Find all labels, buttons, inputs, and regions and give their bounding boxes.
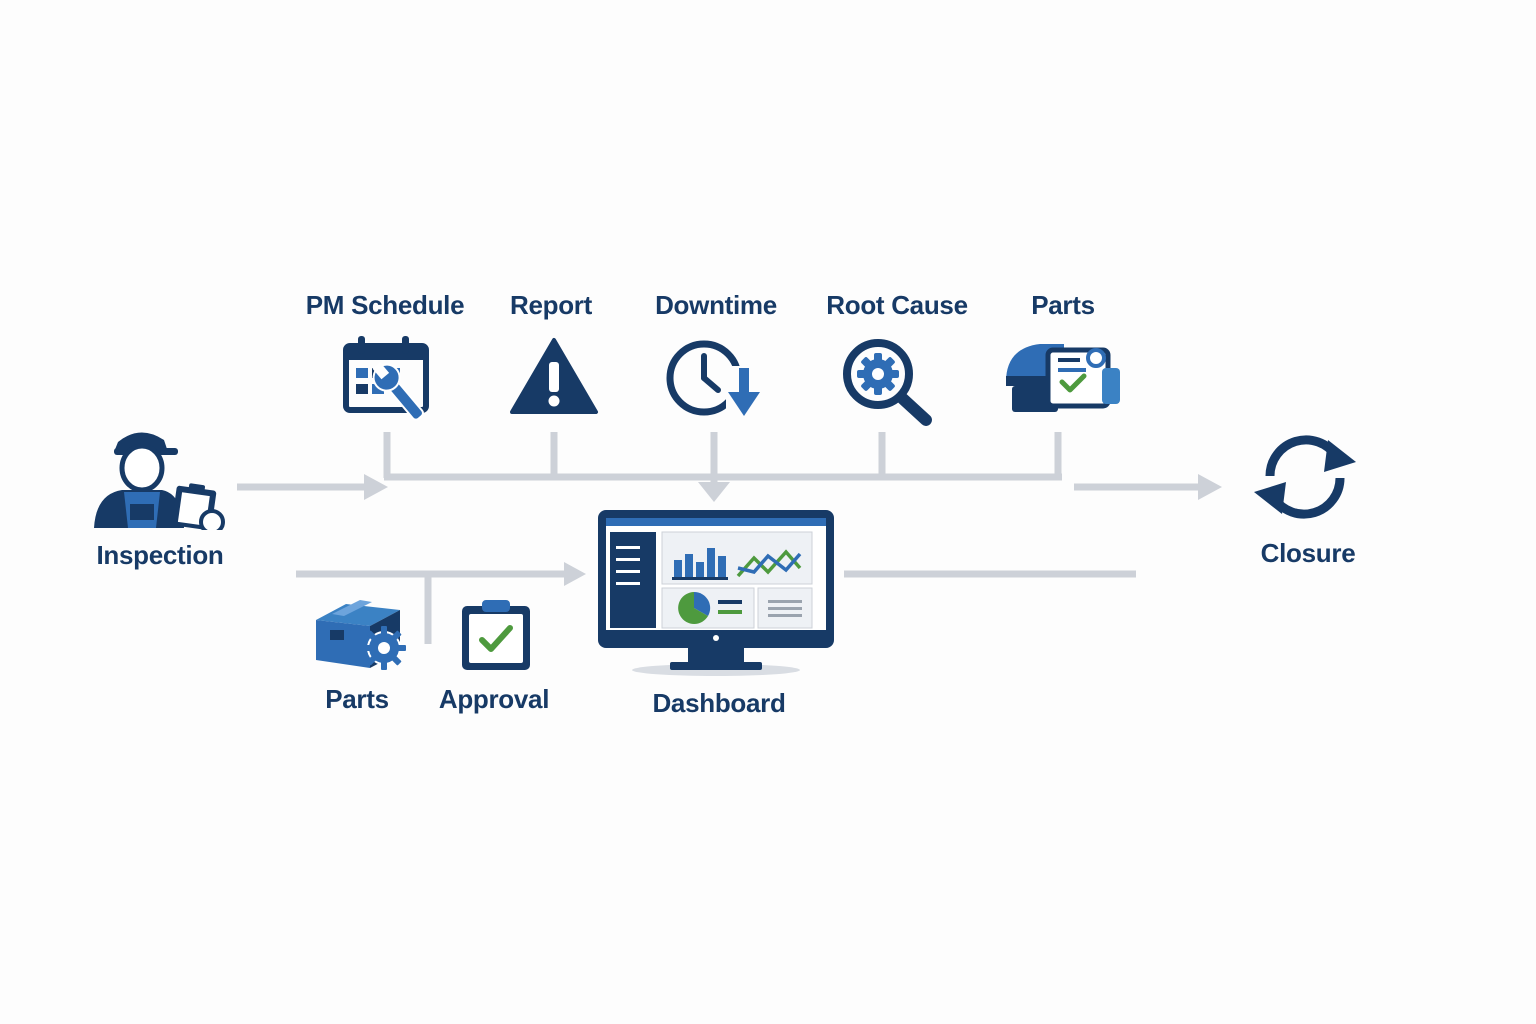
- bottom-label-approval: Approval: [438, 684, 550, 714]
- clock-down-arrow-icon: [666, 340, 764, 422]
- box-gear-icon: [316, 600, 406, 670]
- step-label-report: Report: [510, 290, 592, 320]
- arrowhead-bottom-to-dashboard: [564, 562, 586, 586]
- refresh-cycle-icon: [1254, 435, 1356, 519]
- start-label-inspection: Inspection: [96, 540, 224, 570]
- arrowhead-top-to-closure: [1198, 474, 1222, 500]
- step-label-root-cause: Root Cause: [826, 290, 968, 320]
- end-label-closure: Closure: [1260, 538, 1356, 568]
- step-label-parts-top: Parts: [1031, 290, 1095, 320]
- monitor-dashboard-icon: [598, 510, 834, 676]
- calendar-wrench-icon: [343, 336, 429, 421]
- step-label-pm-schedule: PM Schedule: [305, 290, 465, 320]
- magnifier-gear-icon: [843, 339, 932, 426]
- step-label-downtime: Downtime: [655, 290, 777, 320]
- bottom-label-parts: Parts: [325, 684, 389, 714]
- arrowhead-inspection-to-top: [364, 474, 388, 500]
- center-label-dashboard: Dashboard: [652, 688, 786, 718]
- clipboard-check-icon: [462, 600, 530, 670]
- machine-checklist-icon: [1006, 344, 1120, 412]
- arrowhead-downtime-to-dashboard: [698, 482, 730, 502]
- warning-triangle-icon: [510, 338, 598, 414]
- technician-clipboard-icon: [94, 432, 225, 530]
